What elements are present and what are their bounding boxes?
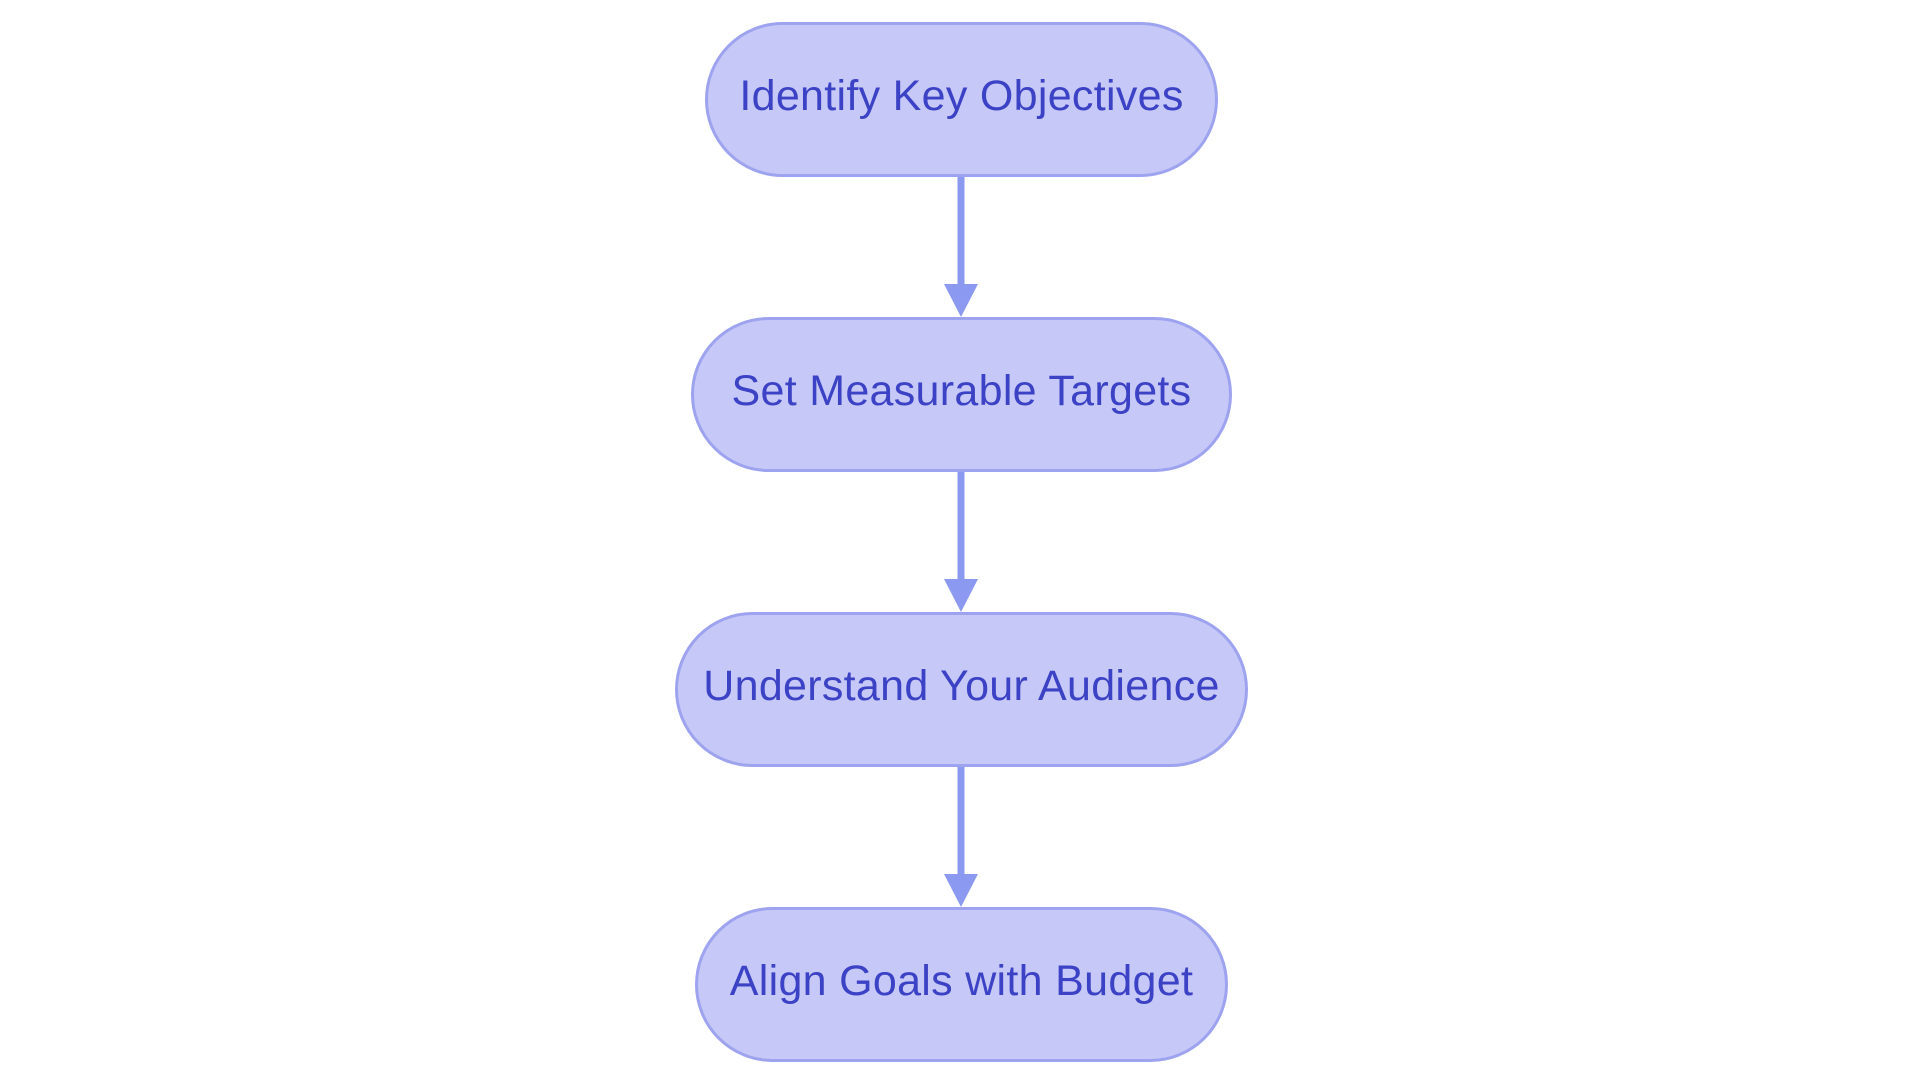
arrow-down-icon	[944, 177, 978, 317]
arrow-down-icon	[944, 472, 978, 612]
flow-arrow-2	[941, 472, 981, 612]
flow-node-understand-your-audience: Understand Your Audience	[675, 612, 1248, 767]
arrow-down-icon	[944, 767, 978, 907]
flow-node-identify-key-objectives: Identify Key Objectives	[705, 22, 1218, 177]
flow-arrow-1	[941, 177, 981, 317]
flow-node-align-goals-with-budget: Align Goals with Budget	[695, 907, 1228, 1062]
flow-arrow-3	[941, 767, 981, 907]
flow-node-label: Align Goals with Budget	[729, 957, 1194, 1005]
flow-node-label: Understand Your Audience	[703, 662, 1220, 710]
flow-node-label: Identify Key Objectives	[739, 72, 1184, 120]
flow-node-set-measurable-targets: Set Measurable Targets	[691, 317, 1232, 472]
flow-node-label: Set Measurable Targets	[731, 367, 1192, 415]
